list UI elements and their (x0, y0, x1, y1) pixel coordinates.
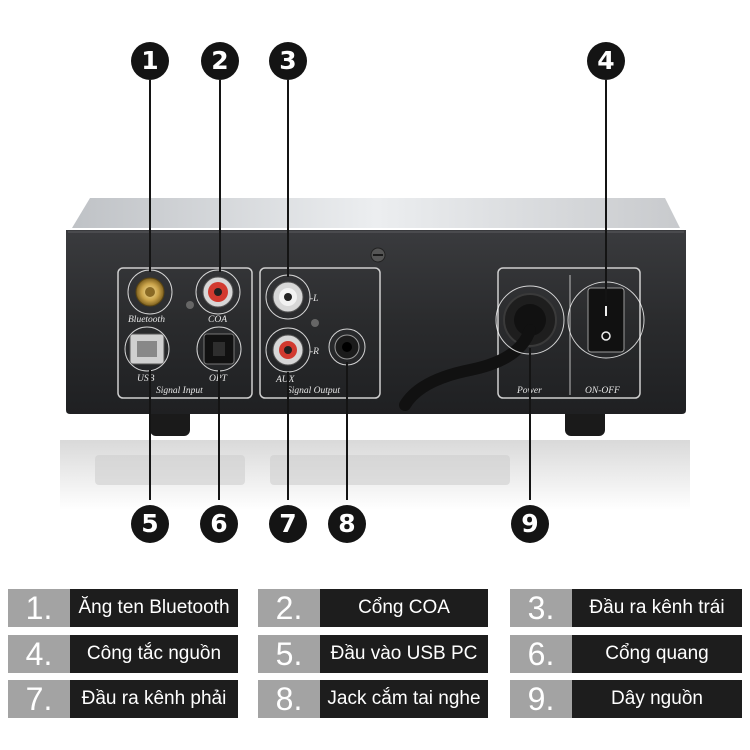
legend-item: 6. Cổng quang (510, 635, 742, 673)
signal-output-label: Signal Output (287, 386, 340, 396)
legend-number: 5. (258, 635, 320, 673)
callout-3-line (287, 80, 289, 277)
legend-label: Cổng quang (572, 635, 742, 673)
legend-label: Dây nguồn (572, 680, 742, 718)
callout-4-line (605, 80, 607, 302)
legend-number: 4. (8, 635, 70, 673)
legend-label: Jack cắm tai nghe (320, 680, 488, 718)
signal-input-box (117, 267, 253, 399)
signal-input-label: Signal Input (156, 386, 203, 396)
left-channel-label: -L (310, 294, 318, 304)
legend-item: 9. Dây nguồn (510, 680, 742, 718)
callout-2-line (219, 80, 221, 272)
callout-8-line (346, 362, 348, 500)
coa-label: COA (208, 315, 227, 325)
legend-label: Đầu ra kênh trái (572, 589, 742, 627)
callout-9-line (529, 348, 531, 500)
legend-label: Đầu ra kênh phải (70, 680, 238, 718)
callout-7-badge: 7 (269, 505, 307, 543)
callout-5-badge: 5 (131, 505, 169, 543)
usb-label: USB (137, 374, 155, 384)
legend-label: Cổng COA (320, 589, 488, 627)
on-off-label: ON-OFF (585, 386, 620, 396)
legend-label: Đầu vào USB PC (320, 635, 488, 673)
callout-8-badge: 8 (328, 505, 366, 543)
legend-label: Ăng ten Bluetooth (70, 589, 238, 627)
aux-label: AUX (275, 375, 296, 385)
legend-item: 4. Công tắc nguồn (8, 635, 238, 673)
legend-number: 8. (258, 680, 320, 718)
amplifier-rear-panel-photo: Bluetooth COA USB OPT Signal Input -L -R… (60, 198, 690, 510)
legend-item: 5. Đầu vào USB PC (258, 635, 488, 673)
legend-item: 8. Jack cắm tai nghe (258, 680, 488, 718)
legend-label: Công tắc nguồn (70, 635, 238, 673)
product-photo: Bluetooth COA USB OPT Signal Input -L -R… (60, 42, 690, 543)
legend-item: 2. Cổng COA (258, 589, 488, 627)
callout-4-badge: 4 (587, 42, 625, 80)
chassis-rear (66, 230, 686, 414)
legend-number: 2. (258, 589, 320, 627)
legend-item: 1. Ăng ten Bluetooth (8, 589, 238, 627)
power-box (497, 267, 641, 399)
bluetooth-label: Bluetooth (128, 315, 165, 325)
callout-5-line (149, 370, 151, 500)
legend-number: 1. (8, 589, 70, 627)
signal-output-box (259, 267, 381, 399)
power-cord (399, 324, 536, 411)
legend-number: 6. (510, 635, 572, 673)
legend-number: 9. (510, 680, 572, 718)
callout-2-badge: 2 (201, 42, 239, 80)
callout-1-line (149, 80, 151, 272)
right-channel-label: -R (310, 347, 319, 357)
callout-3-badge: 3 (269, 42, 307, 80)
legend-number: 3. (510, 589, 572, 627)
legend-number: 7. (8, 680, 70, 718)
legend-item: 3. Đầu ra kênh trái (510, 589, 742, 627)
callout-9-badge: 9 (511, 505, 549, 543)
top-cover (72, 198, 680, 228)
callout-7-line (287, 372, 289, 500)
callout-6-badge: 6 (200, 505, 238, 543)
legend-item: 7. Đầu ra kênh phải (8, 680, 238, 718)
callout-1-badge: 1 (131, 42, 169, 80)
callout-6-line (218, 370, 220, 500)
